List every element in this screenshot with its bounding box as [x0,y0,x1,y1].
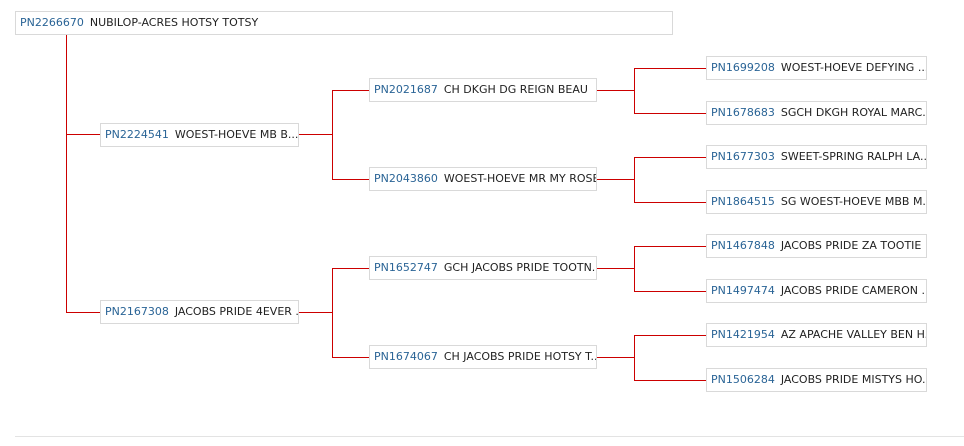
connector-line [596,90,634,91]
connector-line [332,90,333,179]
registration-link[interactable]: PN1699208 [711,61,775,74]
registration-link[interactable]: PN1652747 [374,261,438,274]
pedigree-node-great-grandparent: PN1497474 JACOBS PRIDE CAMERON ... [706,279,927,303]
pedigree-node-sire: PN2224541 WOEST-HOEVE MB B... [100,123,299,147]
registration-link[interactable]: PN2224541 [105,128,169,141]
connector-line [596,268,634,269]
pedigree-node-great-grandparent: PN1506284 JACOBS PRIDE MISTYS HO... [706,368,927,392]
connector-line [634,202,707,203]
connector-line [298,134,332,135]
pedigree-node-dam: PN2167308 JACOBS PRIDE 4EVER ... [100,300,299,324]
pedigree-node-root: PN2266670 NUBILOP-ACRES HOTSY TOTSY [15,11,673,35]
registration-link[interactable]: PN2021687 [374,83,438,96]
connector-line [66,35,67,312]
animal-name: SG WOEST-HOEVE MBB M... [780,195,927,208]
animal-name: GCH JACOBS PRIDE TOOTN... [443,261,597,274]
connector-line [634,246,707,247]
animal-name: NUBILOP-ACRES HOTSY TOTSY [89,16,259,29]
connector-line [634,157,707,158]
pedigree-node-great-grandparent: PN1864515 SG WOEST-HOEVE MBB M... [706,190,927,214]
connector-line [332,179,370,180]
animal-name: JACOBS PRIDE ZA TOOTIE ... [780,239,927,252]
animal-name: CH DKGH DG REIGN BEAU [443,83,588,96]
pedigree-node-great-grandparent: PN1677303 SWEET-SPRING RALPH LA... [706,145,927,169]
pedigree-node-grandparent: PN1674067 CH JACOBS PRIDE HOTSY T... [369,345,597,369]
animal-name: SWEET-SPRING RALPH LA... [780,150,927,163]
registration-link[interactable]: PN1864515 [711,195,775,208]
connector-line [634,157,635,202]
connector-line [634,246,635,291]
connector-line [298,312,332,313]
registration-link[interactable]: PN1506284 [711,373,775,386]
connector-line [66,312,102,313]
connector-line [596,179,634,180]
connector-line [634,335,635,380]
connector-line [634,291,707,292]
registration-link[interactable]: PN2167308 [105,305,169,318]
connector-line [634,380,707,381]
animal-name: JACOBS PRIDE CAMERON ... [780,284,927,297]
registration-link[interactable]: PN2266670 [20,16,84,29]
registration-link[interactable]: PN1678683 [711,106,775,119]
footer-divider [15,436,964,437]
pedigree-node-great-grandparent: PN1678683 SGCH DKGH ROYAL MARC... [706,101,927,125]
registration-link[interactable]: PN1497474 [711,284,775,297]
connector-line [332,268,370,269]
connector-line [332,268,333,357]
animal-name: CH JACOBS PRIDE HOTSY T... [443,350,597,363]
pedigree-node-great-grandparent: PN1467848 JACOBS PRIDE ZA TOOTIE ... [706,234,927,258]
connector-line [634,68,635,113]
connector-line [332,90,370,91]
connector-line [596,357,634,358]
animal-name: WOEST-HOEVE MB B... [174,128,299,141]
animal-name: WOEST-HOEVE DEFYING ... [780,61,927,74]
animal-name: JACOBS PRIDE MISTYS HO... [780,373,927,386]
registration-link[interactable]: PN1421954 [711,328,775,341]
pedigree-node-grandparent: PN2043860 WOEST-HOEVE MR MY ROSE [369,167,597,191]
pedigree-node-great-grandparent: PN1699208 WOEST-HOEVE DEFYING ... [706,56,927,80]
connector-line [332,357,370,358]
animal-name: SGCH DKGH ROYAL MARC... [780,106,927,119]
registration-link[interactable]: PN1677303 [711,150,775,163]
connector-line [634,68,707,69]
connector-line [66,134,102,135]
pedigree-node-grandparent: PN2021687 CH DKGH DG REIGN BEAU [369,78,597,102]
pedigree-node-grandparent: PN1652747 GCH JACOBS PRIDE TOOTN... [369,256,597,280]
pedigree-node-great-grandparent: PN1421954 AZ APACHE VALLEY BEN H... [706,323,927,347]
registration-link[interactable]: PN1467848 [711,239,775,252]
animal-name: JACOBS PRIDE 4EVER ... [174,305,299,318]
animal-name: WOEST-HOEVE MR MY ROSE [443,172,597,185]
registration-link[interactable]: PN1674067 [374,350,438,363]
registration-link[interactable]: PN2043860 [374,172,438,185]
connector-line [634,335,707,336]
animal-name: AZ APACHE VALLEY BEN H... [780,328,927,341]
connector-line [634,113,707,114]
